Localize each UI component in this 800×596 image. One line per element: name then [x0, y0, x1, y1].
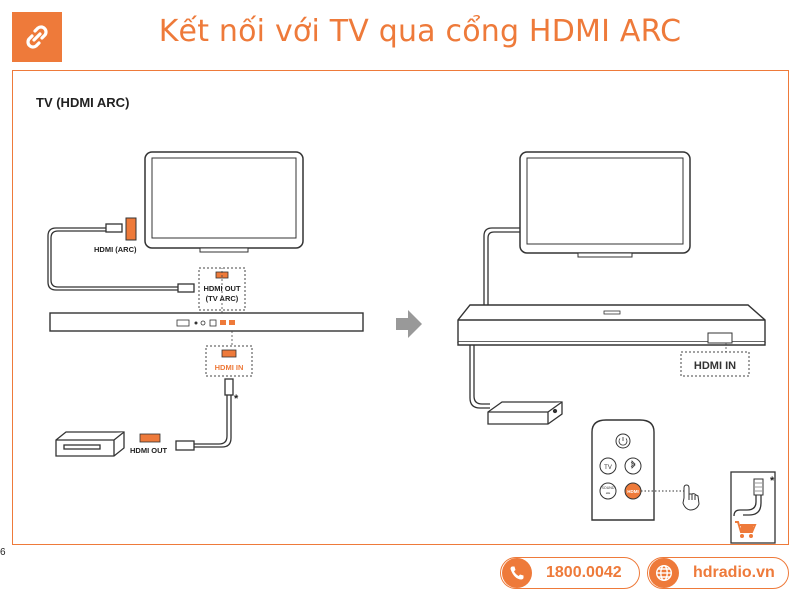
hdmi-cable-tv-soundbar	[47, 223, 195, 293]
section-label: TV (HDMI ARC)	[36, 95, 130, 110]
tv-left	[144, 151, 304, 253]
source-device-left	[55, 431, 125, 457]
soundbar-left	[49, 312, 364, 332]
cable-soundbar-source-right	[469, 345, 490, 409]
soundbar-port-in-label: HDMI IN	[215, 363, 244, 372]
phone-pill[interactable]: 1800.0042	[500, 557, 640, 589]
soundbar-port-out-label-2: (TV ARC)	[206, 294, 239, 303]
phone-icon	[510, 566, 524, 580]
page-number: 6	[0, 547, 6, 558]
cable-tv-soundbar-right	[487, 231, 520, 305]
tv-hdmi-arc-port	[125, 217, 137, 241]
right-asterisk: *	[770, 475, 775, 487]
soundbar-right-port-label: HDMI IN	[694, 360, 736, 372]
cable-corner-box: *	[730, 471, 776, 544]
phone-number: 1800.0042	[546, 564, 622, 581]
page-title: Kết nối với TV qua cổng HDMI ARC	[158, 14, 682, 49]
tv-right	[519, 151, 691, 258]
source-port-label: HDMI OUT	[130, 446, 167, 455]
website-url: hdradio.vn	[693, 564, 775, 581]
soundbar-hdmi-in-highlight	[205, 345, 253, 377]
phone-icon-circle	[502, 558, 532, 588]
svg-text:SOUND: SOUND	[602, 486, 615, 490]
link-icon-box	[12, 12, 62, 62]
soundbar-hdmi-in-port	[221, 349, 237, 358]
diagram-frame	[12, 70, 789, 545]
shopping-cart-icon	[735, 521, 757, 538]
globe-icon	[655, 564, 673, 582]
hdmi-cable-soundbar-source	[175, 378, 234, 451]
svg-text:◂ ▸: ◂ ▸	[606, 491, 611, 495]
svg-text:HDMI: HDMI	[627, 489, 639, 494]
soundbar-right	[457, 304, 766, 346]
hand-pointer-icon	[682, 484, 700, 511]
arrow-right	[396, 310, 422, 338]
website-pill[interactable]: hdradio.vn	[647, 557, 789, 589]
link-icon	[26, 25, 48, 49]
source-device-right	[487, 401, 563, 425]
globe-icon-circle	[649, 558, 679, 588]
left-asterisk: *	[234, 393, 239, 405]
soundbar-right-hdmi-in-highlight	[680, 351, 750, 377]
source-hdmi-out-port	[139, 433, 161, 443]
remote-tv-button: TV	[604, 465, 612, 471]
remote-control: TV SOUND ◂ ▸ HDMI	[591, 419, 655, 521]
tv-port-label: HDMI (ARC)	[94, 245, 137, 254]
